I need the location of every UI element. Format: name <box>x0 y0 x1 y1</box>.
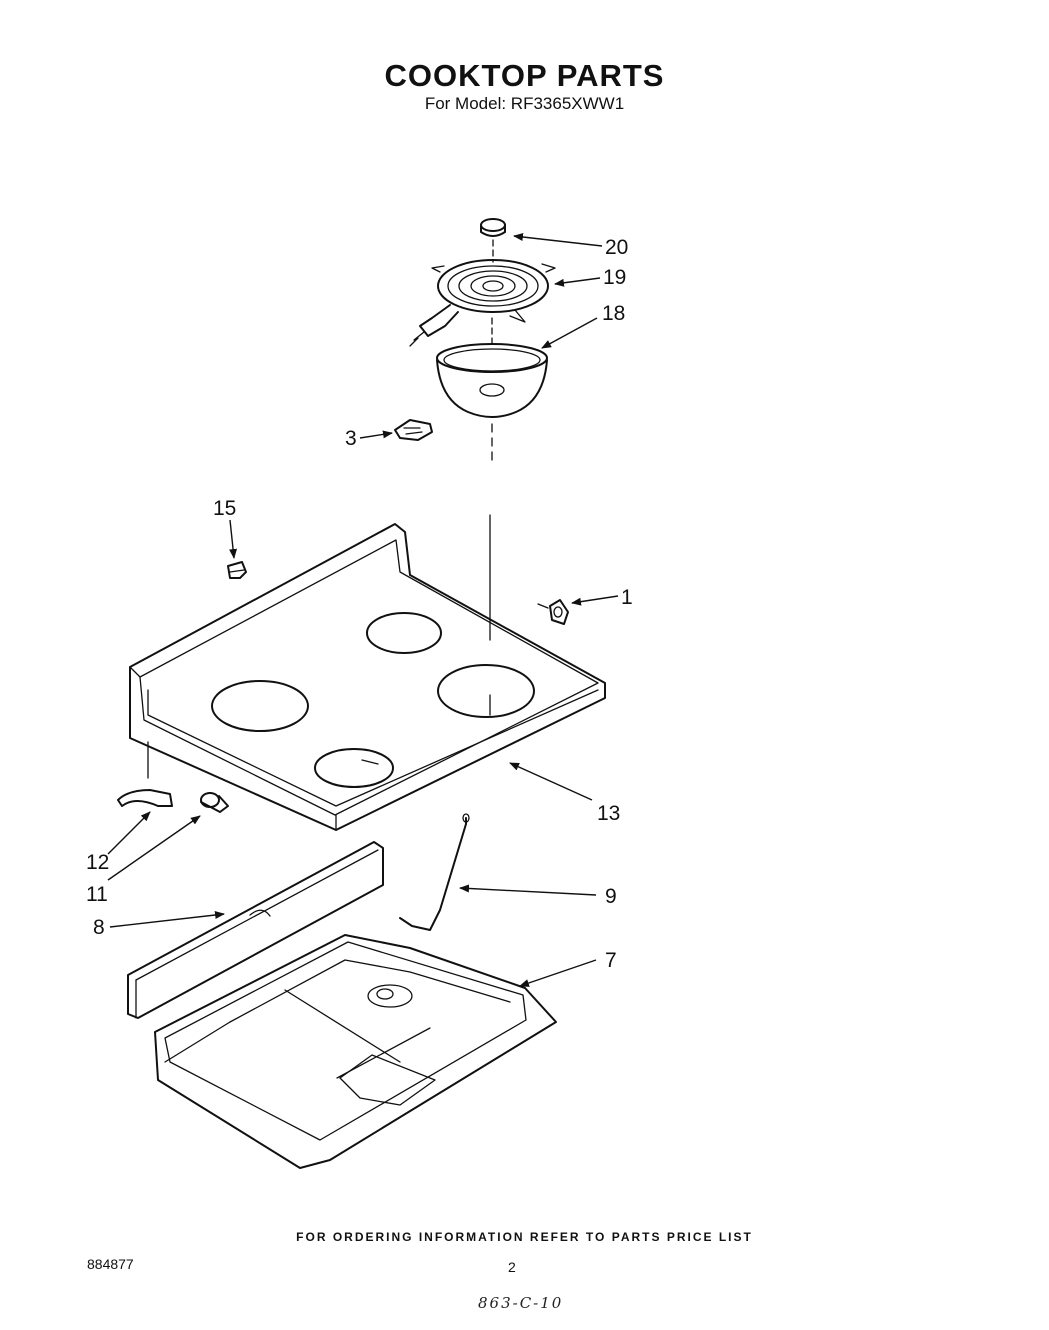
callout-12: 12 <box>86 851 109 874</box>
leader-13 <box>509 762 593 801</box>
callout-3: 3 <box>345 427 357 450</box>
part-3-receptacle <box>394 419 433 441</box>
callout-19: 19 <box>603 266 626 289</box>
part-7-bottom-pan <box>154 934 557 1169</box>
part-11-grommet <box>200 792 229 813</box>
callout-7: 7 <box>605 949 617 972</box>
model-subtitle: For Model: RF3365XWW1 <box>424 94 625 113</box>
leader-19 <box>554 277 601 287</box>
part-19-surface-element <box>409 239 556 347</box>
callout-1: 1 <box>621 586 633 609</box>
leader-3 <box>359 430 393 439</box>
callout-11: 11 <box>86 883 108 906</box>
part-1-bracket <box>537 599 569 625</box>
callout-13: 13 <box>597 802 620 825</box>
part-12-harness <box>117 789 173 807</box>
callout-9: 9 <box>605 885 617 908</box>
part-20-cap <box>480 218 506 237</box>
leader-12 <box>107 811 151 855</box>
leader-18 <box>541 317 598 349</box>
page-title: COOKTOP PARTS <box>384 58 665 93</box>
part-13-cooktop <box>129 514 606 831</box>
callout-8: 8 <box>93 916 105 939</box>
part-18-drip-bowl <box>436 317 548 466</box>
part-8-front-strip <box>127 841 384 1019</box>
part-9-rod <box>399 813 470 931</box>
ordering-note: FOR ORDERING INFORMATION REFER TO PARTS … <box>296 1230 753 1244</box>
leader-7 <box>519 959 597 987</box>
callout-15: 15 <box>213 497 236 520</box>
leader-8 <box>109 911 225 928</box>
leader-1 <box>571 595 619 606</box>
leader-15 <box>229 519 238 559</box>
callout-18: 18 <box>602 302 625 325</box>
callout-20: 20 <box>605 236 628 259</box>
leader-20 <box>513 233 603 247</box>
leader-9 <box>459 884 597 896</box>
handwritten-code: 863-C-10 <box>478 1294 564 1312</box>
page-number: 2 <box>508 1259 516 1275</box>
leader-11 <box>107 815 201 881</box>
part-15-clip <box>227 561 247 579</box>
document-number: 884877 <box>87 1256 134 1272</box>
